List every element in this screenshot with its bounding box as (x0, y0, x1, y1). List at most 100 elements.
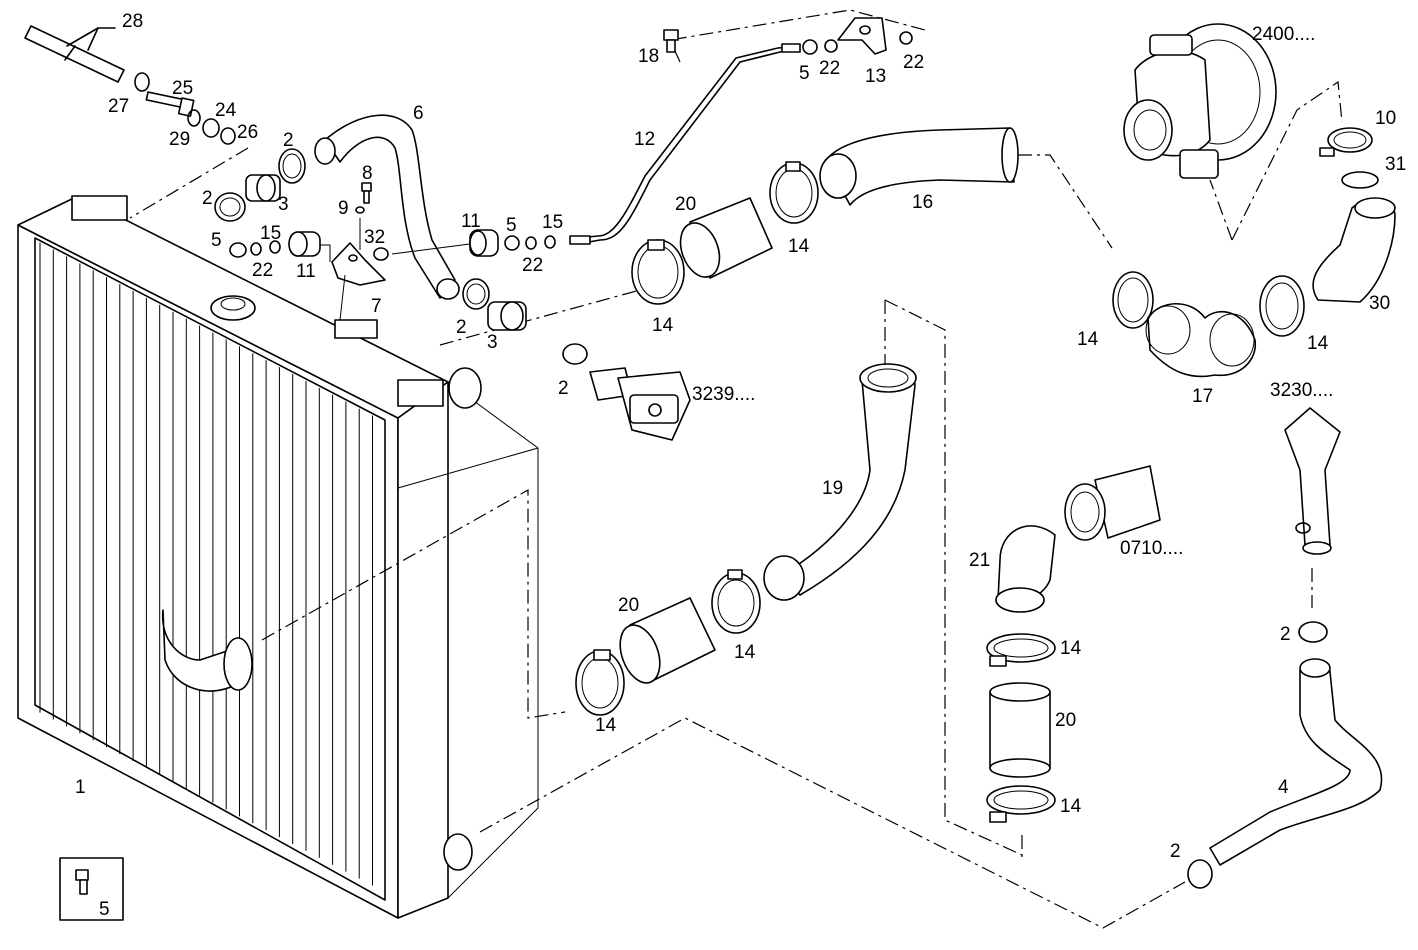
callout-29: 29 (169, 129, 190, 150)
callout-10: 10 (1375, 108, 1396, 129)
callout-11: 11 (296, 261, 316, 282)
callout-22: 22 (252, 260, 273, 281)
nuts-washers-top (802, 31, 913, 55)
callout-26: 26 (237, 122, 258, 143)
callout-12: 12 (634, 129, 655, 150)
thermostat-housing[interactable] (589, 367, 691, 441)
callout-25: 25 (172, 78, 193, 99)
callout-14: 14 (1060, 796, 1082, 817)
callout-14: 14 (1307, 333, 1329, 354)
callout-2: 2 (558, 378, 569, 399)
hose-6[interactable] (314, 114, 460, 300)
callout-2: 2 (456, 317, 467, 338)
screw-inset-box[interactable] (59, 857, 124, 921)
callout-19: 19 (822, 478, 843, 499)
clamp-2-a[interactable] (278, 148, 306, 184)
bolt-25[interactable] (145, 91, 195, 117)
callout-labels: 1 2 2 2 2 2 2 3 3 4 5 5 5 5 6 7 8 9 10 1… (75, 11, 1406, 920)
turbocharger[interactable] (1123, 23, 1277, 179)
callout-21: 21 (969, 550, 990, 571)
clamp-2-b[interactable] (214, 192, 246, 222)
bolt-18[interactable] (663, 29, 679, 53)
callout-20: 20 (618, 595, 639, 616)
callout-5: 5 (211, 230, 222, 251)
clamp-2-d[interactable] (562, 343, 588, 365)
rubber-mount-11-a[interactable] (288, 231, 321, 257)
callout-22: 22 (903, 52, 924, 73)
callout-15: 15 (542, 212, 563, 233)
callout-14: 14 (595, 715, 617, 736)
clamp-14-f[interactable] (575, 649, 625, 716)
callout-31: 31 (1385, 154, 1406, 175)
callout-2400: 2400.... (1252, 24, 1315, 45)
callout-15: 15 (260, 223, 281, 244)
clamp-2-e[interactable] (1298, 621, 1328, 643)
callout-9: 9 (338, 198, 349, 219)
callout-20: 20 (675, 194, 696, 215)
pipe-28[interactable] (24, 25, 125, 83)
charge-pipe-16[interactable] (819, 127, 1019, 206)
connector-3-b[interactable] (487, 301, 527, 331)
washers-27-29-24-26 (134, 72, 236, 145)
clamp-14-a[interactable] (631, 239, 685, 305)
callout-3239: 3239.... (692, 384, 755, 405)
rubber-mount-11-b[interactable] (469, 229, 499, 257)
clamp-14-h[interactable] (986, 785, 1056, 823)
callout-14: 14 (1060, 638, 1082, 659)
clamp-2-c[interactable] (462, 278, 490, 310)
callout-1: 1 (75, 777, 86, 798)
callout-8: 8 (362, 163, 373, 184)
leader-lines (129, 9, 1343, 929)
radiator-assembly[interactable] (17, 195, 539, 919)
sleeve-20-b[interactable] (613, 597, 716, 688)
nuts-washers-left (229, 235, 556, 258)
callout-14: 14 (734, 642, 756, 663)
washer-9 (355, 206, 365, 214)
callout-24: 24 (215, 100, 237, 121)
callout-3: 3 (487, 332, 498, 353)
callout-5: 5 (506, 215, 517, 236)
callout-14: 14 (788, 236, 810, 257)
duct-0710[interactable] (1064, 465, 1161, 541)
hose-30[interactable] (1312, 197, 1396, 303)
callout-7: 7 (371, 296, 382, 317)
clamp-14-c[interactable] (1112, 271, 1154, 329)
callout-2: 2 (1170, 841, 1181, 862)
callout-14: 14 (652, 315, 674, 336)
seal-31 (1341, 171, 1379, 189)
callout-22: 22 (819, 58, 840, 79)
callout-18: 18 (638, 46, 659, 67)
pipe-19[interactable] (763, 363, 917, 601)
elbow-21[interactable] (995, 525, 1056, 613)
elbow-17[interactable] (1145, 303, 1257, 378)
connector-3-a[interactable] (245, 174, 281, 202)
callout-3230: 3230.... (1270, 380, 1333, 401)
clamp-10[interactable] (1319, 127, 1373, 157)
callout-2: 2 (202, 188, 213, 209)
hose-4[interactable] (1209, 658, 1383, 866)
callout-20: 20 (1055, 710, 1076, 731)
bracket-13[interactable] (837, 17, 887, 55)
callout-30: 30 (1369, 293, 1390, 314)
callout-28: 28 (122, 11, 143, 32)
guide-lines-mount (320, 218, 471, 321)
clamp-14-b[interactable] (769, 161, 819, 224)
rod-12[interactable] (569, 43, 801, 245)
sleeve-20-a[interactable] (674, 197, 773, 282)
clamp-14-d[interactable] (1259, 275, 1305, 337)
sleeve-20-c[interactable] (989, 682, 1051, 778)
clamp-14-e[interactable] (711, 569, 761, 634)
clamp-14-g[interactable] (986, 633, 1056, 667)
callout-11: 11 (461, 211, 481, 232)
callout-2: 2 (283, 130, 294, 151)
callout-16: 16 (912, 192, 933, 213)
bolt-8[interactable] (361, 182, 372, 204)
outlet-3230[interactable] (1284, 407, 1341, 555)
bracket-7[interactable] (331, 242, 386, 286)
radiator-fins (39, 242, 373, 886)
spacer-32[interactable] (373, 247, 389, 261)
callout-32: 32 (364, 227, 385, 248)
clamp-2-f[interactable] (1187, 859, 1213, 889)
